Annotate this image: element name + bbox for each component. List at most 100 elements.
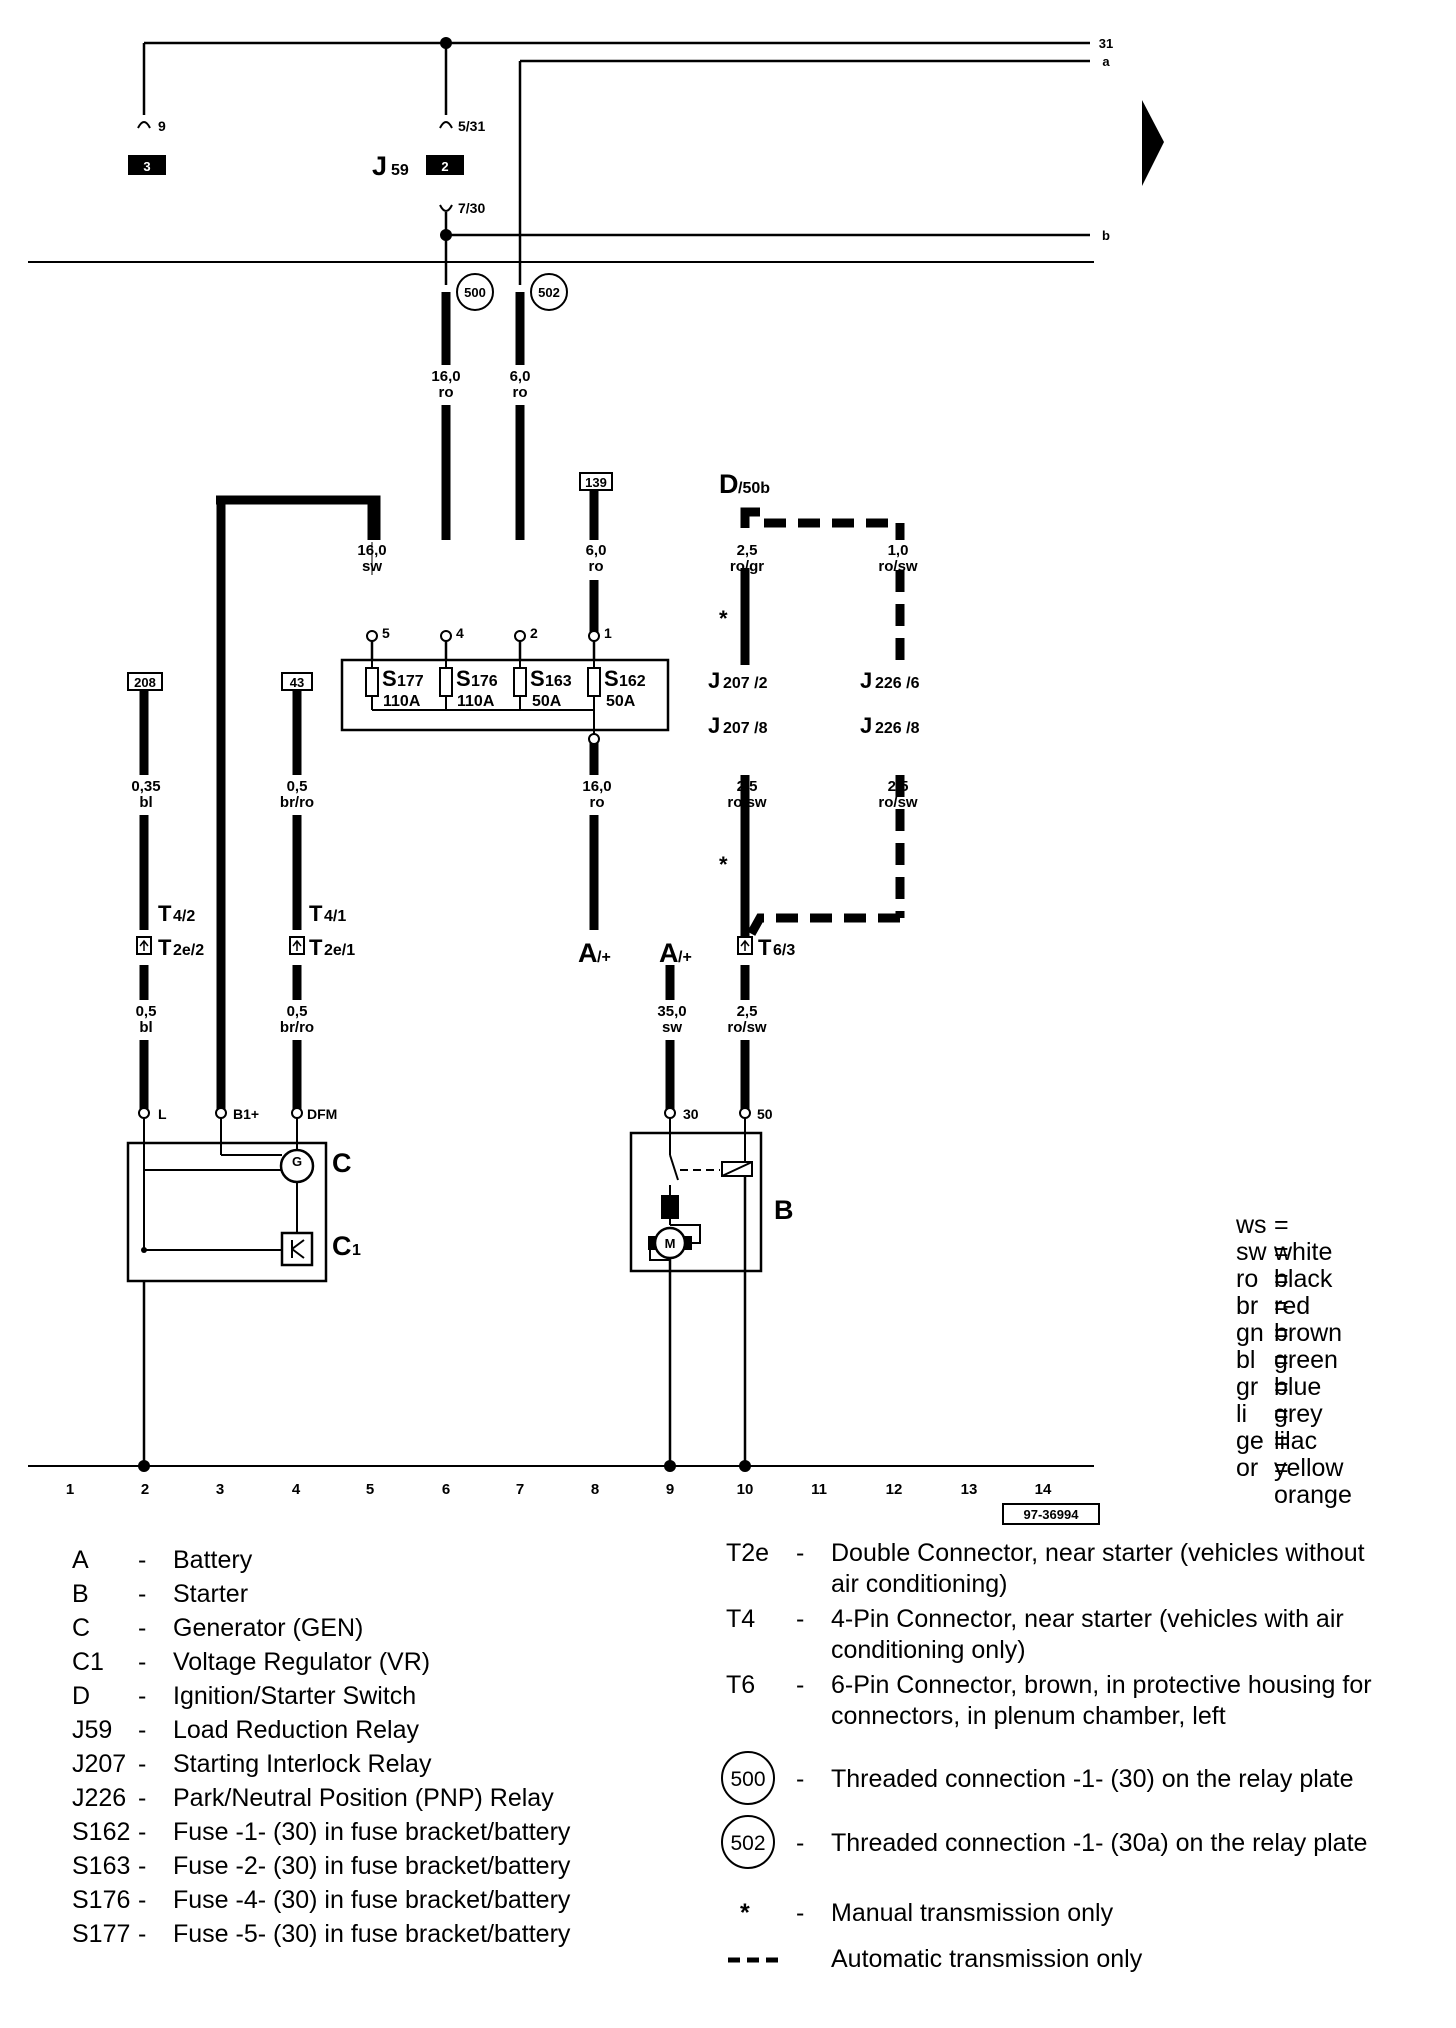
color-abbr: sw	[1236, 1238, 1267, 1266]
svg-text:207 /8: 207 /8	[723, 720, 768, 737]
circle-label: 502	[538, 285, 560, 300]
svg-text:1,0: 1,0	[888, 542, 909, 559]
fuse-number: 177	[397, 673, 424, 690]
svg-text:sw: sw	[662, 1019, 682, 1036]
continuation-arrow-icon	[1142, 100, 1164, 186]
automatic-transmission-path	[741, 518, 905, 948]
component-label: C	[332, 1148, 352, 1178]
generator-icon	[279, 1148, 315, 1184]
component-legend-left: A-Battery B-Starter C-Generator (GEN) C1…	[72, 1546, 571, 1948]
svg-text:T: T	[158, 935, 172, 960]
starter-pin-label: 50	[757, 1106, 773, 1122]
fuse-icon	[587, 667, 601, 697]
component-label: B	[774, 1195, 794, 1225]
pin-label: 7/30	[458, 200, 485, 216]
color-name: = blue	[1274, 1346, 1322, 1401]
svg-text:br/ro: br/ro	[280, 1019, 314, 1036]
svg-text:16,0: 16,0	[431, 368, 460, 385]
component-label: C	[332, 1231, 352, 1261]
svg-text:3: 3	[216, 1481, 224, 1498]
color-name: = orange	[1274, 1454, 1352, 1509]
svg-text:ro: ro	[513, 384, 528, 401]
svg-text:4: 4	[292, 1481, 301, 1498]
svg-text:ro/sw: ro/sw	[878, 794, 918, 811]
color-name: = white	[1274, 1211, 1333, 1266]
svg-text:9: 9	[666, 1481, 674, 1498]
svg-text:207 /2: 207 /2	[723, 675, 768, 692]
switch-label: D	[719, 469, 739, 499]
color-abbr: gr	[1236, 1373, 1259, 1401]
svg-text:6,0: 6,0	[510, 368, 531, 385]
svg-text:G: G	[292, 1154, 302, 1169]
fuse-label: S	[530, 666, 545, 691]
svg-text:M: M	[665, 1236, 676, 1251]
threaded-connection-500-icon	[456, 273, 494, 311]
ref-tag-label: 139	[585, 475, 607, 490]
relay-label: J	[372, 151, 387, 181]
voltage-regulator-icon	[280, 1231, 314, 1267]
svg-text:2: 2	[141, 1481, 149, 1498]
svg-text:16,0: 16,0	[582, 778, 611, 795]
svg-text:0,35: 0,35	[131, 778, 160, 795]
svg-text:4/1: 4/1	[324, 908, 346, 925]
svg-text:226 /8: 226 /8	[875, 720, 920, 737]
svg-text:11: 11	[811, 1481, 827, 1498]
fuse-bracket	[340, 630, 670, 745]
svg-text:226 /6: 226 /6	[875, 675, 920, 692]
fuse-pin-label: 5	[382, 625, 390, 641]
svg-text:8: 8	[591, 1481, 599, 1498]
fuse-labels: S 177 110A S 176 110A S 163 50A S 162 50…	[382, 666, 646, 710]
svg-text:4/2: 4/2	[173, 908, 195, 925]
fuse-number: 162	[619, 673, 646, 690]
svg-text:T: T	[758, 935, 772, 960]
color-abbr: ge	[1236, 1427, 1264, 1455]
color-name: = yellow	[1274, 1427, 1344, 1482]
threaded-connection-500-icon	[721, 1751, 775, 1805]
fuse-icon	[365, 667, 379, 697]
color-abbr: bl	[1236, 1346, 1256, 1374]
pin-label: 9	[158, 118, 166, 134]
document-id: 97-36994	[1024, 1507, 1080, 1522]
threaded-connection-502-icon	[721, 1815, 775, 1869]
svg-text:1: 1	[66, 1481, 74, 1498]
ref-tag-label: 43	[290, 675, 304, 690]
ground-junction	[739, 1460, 751, 1472]
gen-pin-label: B1+	[233, 1106, 259, 1122]
color-abbr: ws	[1236, 1211, 1267, 1239]
line-a-label: a	[1102, 54, 1110, 69]
color-abbr: gn	[1236, 1319, 1264, 1347]
svg-text:6,0: 6,0	[586, 542, 607, 559]
svg-text:br/ro: br/ro	[280, 794, 314, 811]
svg-text:2e/1: 2e/1	[324, 942, 355, 959]
svg-text:J: J	[708, 713, 720, 738]
fuse-rating: 50A	[532, 693, 562, 710]
svg-text:bl: bl	[139, 794, 152, 811]
svg-text:0,5: 0,5	[287, 1003, 308, 1020]
svg-text:16,0: 16,0	[357, 542, 386, 559]
starter-winding-icon	[661, 1195, 679, 1219]
svg-text:2,5: 2,5	[737, 778, 758, 795]
color-abbr: li	[1236, 1400, 1248, 1428]
color-name: = brown	[1274, 1292, 1343, 1347]
ground-junction	[664, 1460, 676, 1472]
svg-text:2,5: 2,5	[888, 778, 909, 795]
color-name: = grey	[1274, 1373, 1323, 1428]
color-name: = lilac	[1274, 1400, 1318, 1455]
gen-pin-label: L	[158, 1106, 167, 1122]
fuse-icon	[439, 667, 453, 697]
svg-text:0,5: 0,5	[287, 778, 308, 795]
svg-text:T: T	[309, 935, 323, 960]
fuse-pin-label: 1	[604, 625, 612, 641]
svg-text:T: T	[309, 901, 323, 926]
component-box	[426, 155, 464, 175]
relay-j59: 9 5/31 7/30 3 2 J 59	[128, 118, 485, 216]
svg-text:0,5: 0,5	[136, 1003, 157, 1020]
component-sub-label: 1	[352, 1242, 361, 1259]
color-name: = green	[1274, 1319, 1338, 1374]
fuse-label: S	[382, 666, 397, 691]
svg-text:7: 7	[516, 1481, 524, 1498]
svg-text:ro: ro	[589, 558, 604, 575]
manual-asterisk: *	[719, 852, 728, 877]
